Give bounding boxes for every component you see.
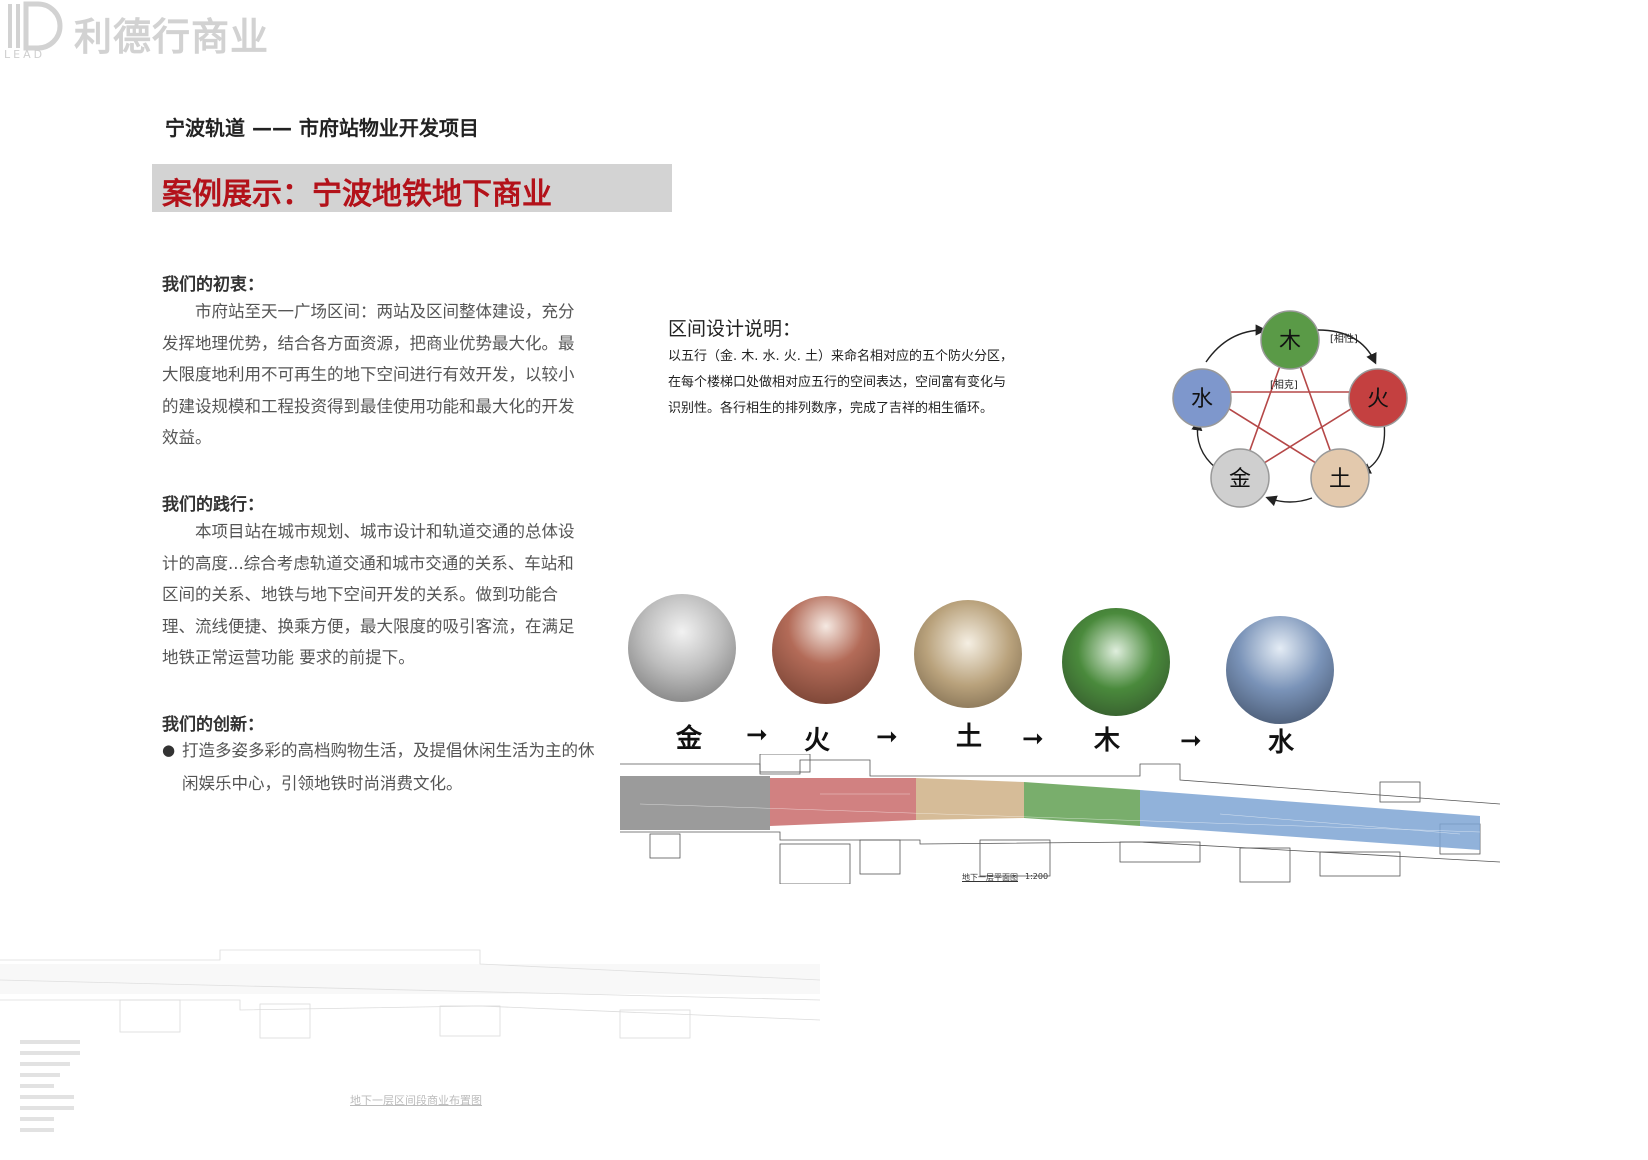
- section-text-intent: 市府站至天一广场区间：两站及区间整体建设，充分发挥地理优势，结合各方面资源，把商…: [162, 302, 575, 447]
- zone-design-title: 区间设计说明：: [668, 318, 802, 340]
- legend-entry: [20, 1040, 80, 1044]
- svg-text:水: 水: [1191, 387, 1213, 412]
- legend-entry: [20, 1106, 74, 1110]
- sequence-arrow-icon: ➞: [876, 722, 898, 752]
- project-title: 宁波轨道 —— 市府站物业开发项目: [165, 116, 479, 140]
- background-legend: [20, 1040, 90, 1140]
- svg-text:金: 金: [1229, 467, 1251, 492]
- photo-fire-zone: [772, 596, 880, 704]
- element-node-fire: 火: [1348, 368, 1408, 428]
- zone-water: [1140, 790, 1480, 850]
- legend-entry: [20, 1128, 54, 1132]
- title-banner: 案例展示：宁波地铁地下商业: [152, 164, 672, 212]
- legend-entry: [20, 1117, 54, 1121]
- floor-plan-b1: [620, 754, 1500, 884]
- zone-fire: [770, 778, 916, 826]
- sequence-item-water: 水: [1268, 728, 1295, 758]
- page-title: 案例展示：宁波地铁地下商业: [162, 177, 552, 212]
- five-elements-diagram: 木 火 土 金 水 [相性] [相克]: [1172, 310, 1408, 508]
- sequence-item-earth: 土: [956, 722, 983, 752]
- innovation-bullet: ● 打造多姿多彩的高档购物生活，及提倡休闲生活为主的休闲娱乐中心，引领地铁时尚消…: [162, 734, 597, 800]
- brand-mark-icon: LEAD: [4, 1, 63, 60]
- sequence-item-wood: 木: [1094, 726, 1121, 756]
- element-node-wood: 木: [1260, 310, 1320, 370]
- legend-entry: [20, 1051, 80, 1055]
- legend-entry: [20, 1062, 70, 1066]
- sequence-item-metal: 金: [676, 724, 703, 754]
- svg-text:土: 土: [1329, 467, 1351, 492]
- zone-wood: [1024, 782, 1140, 826]
- background-floor-plan: [0, 949, 820, 1039]
- zone-metal: [620, 776, 770, 830]
- sequence-item-fire: 火: [804, 726, 831, 756]
- cycle-arrow: [1265, 495, 1313, 507]
- element-node-water: 水: [1172, 368, 1232, 428]
- brand-name: 利德行商业: [74, 15, 270, 59]
- photo-earth-zone: [914, 600, 1022, 708]
- background-plan-caption: 地下一层区间段商业布置图: [350, 1094, 482, 1107]
- sequence-arrow-icon: ➞: [1180, 726, 1202, 756]
- brand-mark-text: LEAD: [4, 48, 45, 60]
- section-heading-innovation: 我们的创新：: [162, 715, 264, 735]
- legend-entry: [20, 1073, 60, 1077]
- sequence-arrow-icon: ➞: [746, 720, 768, 750]
- cycle-arrow: [1205, 324, 1267, 363]
- section-heading-practice: 我们的践行：: [162, 495, 264, 515]
- floor-plan-scale: 1:200: [1025, 872, 1049, 881]
- bullet-dot-icon: ●: [162, 741, 176, 759]
- svg-text:木: 木: [1279, 329, 1301, 354]
- photo-wood-zone: [1062, 608, 1170, 716]
- element-node-earth: 土: [1310, 448, 1370, 508]
- cycle-arrow: [1317, 329, 1377, 365]
- cycle-arrow: [1191, 419, 1217, 469]
- floor-plan-caption: 地下一层平面图: [962, 873, 1018, 882]
- zone-design-text: 以五行（金. 木. 水. 火. 土）来命名相对应的五个防火分区，在每个楼梯口处做…: [668, 349, 1014, 416]
- label-restrain: [相克]: [1270, 378, 1298, 391]
- section-heading-intent: 我们的初衷：: [162, 275, 264, 295]
- sequence-arrow-icon: ➞: [1022, 724, 1044, 754]
- section-text-practice: 本项目站在城市规划、城市设计和轨道交通的总体设计的高度...综合考虑轨道交通和城…: [162, 522, 575, 667]
- label-generate: [相性]: [1330, 332, 1358, 345]
- element-node-metal: 金: [1210, 448, 1270, 508]
- innovation-bullet-text: 打造多姿多彩的高档购物生活，及提倡休闲生活为主的休闲娱乐中心，引领地铁时尚消费文…: [182, 741, 595, 793]
- photo-water-zone: [1226, 616, 1334, 724]
- zone-earth: [916, 778, 1024, 820]
- brand-logo: LEAD 利德行商业: [2, 0, 302, 62]
- legend-entry: [20, 1084, 54, 1088]
- svg-text:火: 火: [1367, 387, 1389, 412]
- legend-entry: [20, 1095, 74, 1099]
- photo-metal-zone: [628, 594, 736, 702]
